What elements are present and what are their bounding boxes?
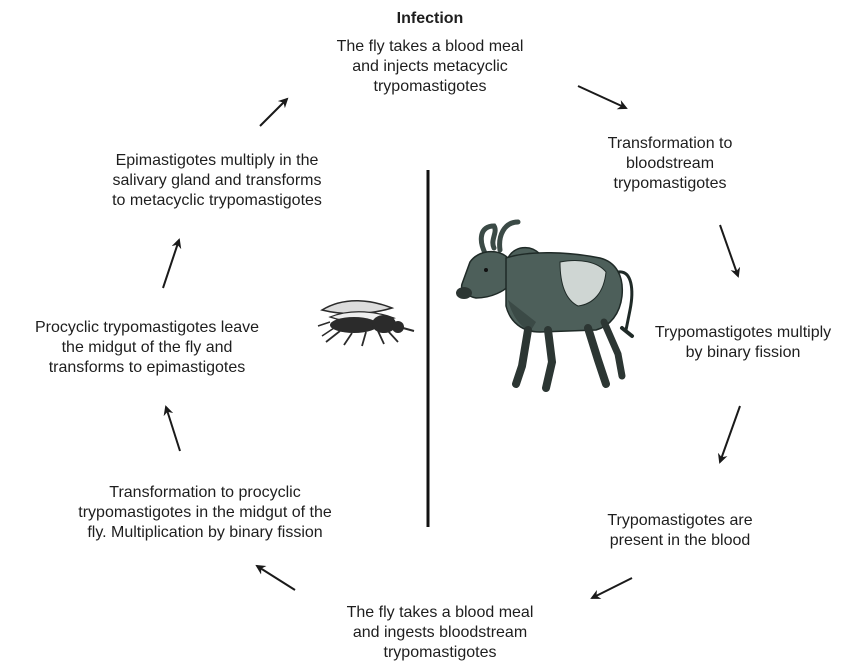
- arrow-leave-to-epimastigotes: [163, 240, 179, 288]
- arrow-procyclic-to-leave: [166, 407, 180, 451]
- arrow-injection-to-transformation: [578, 86, 626, 108]
- cattle-icon: [456, 222, 632, 388]
- arrow-epimastigotes-to-injection: [260, 99, 287, 126]
- arrow-ingestion-to-procyclic: [257, 566, 295, 590]
- arrow-transformation-to-multiply: [720, 225, 738, 276]
- fly-icon: [318, 301, 414, 346]
- arrow-present-to-ingestion: [592, 578, 632, 598]
- arrow-multiply-to-present: [720, 406, 740, 462]
